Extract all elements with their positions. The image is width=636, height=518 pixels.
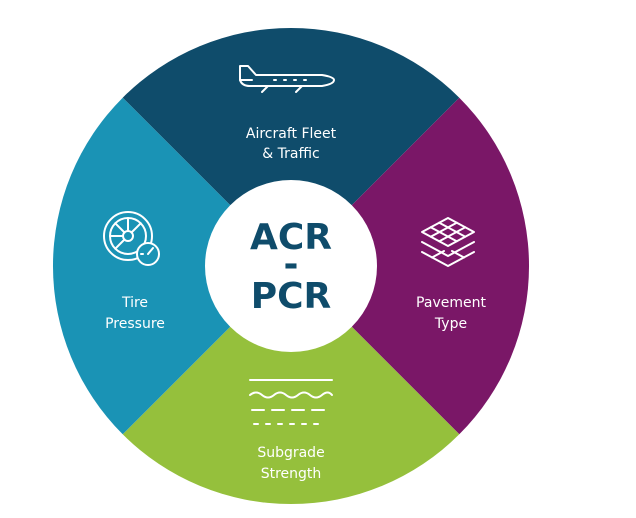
segment-subgrade-strength — [122, 266, 460, 505]
airplane-icon — [239, 65, 335, 93]
segment-tire-pressure — [52, 97, 292, 435]
pavement-type-label-line2: Type — [434, 316, 467, 332]
pavement-type-label-line1: Pavement — [416, 295, 486, 311]
center-title-acr: ACR — [250, 217, 332, 258]
segment-aircraft-fleet — [122, 27, 460, 266]
tire-pressure-label-line1: Tire — [121, 295, 148, 311]
center-circle — [205, 180, 377, 352]
center-title-dash: - — [284, 244, 299, 285]
subgrade-strength-label-line2: Strength — [261, 466, 322, 482]
tire-gauge-icon — [103, 211, 160, 266]
center-title-pcr: PCR — [251, 276, 332, 317]
segment-pavement-type — [291, 97, 530, 435]
aircraft-fleet-label-line1: Aircraft Fleet — [246, 126, 337, 142]
subgrade-strength-label-line1: Subgrade — [257, 445, 324, 461]
pavement-layers-icon — [421, 217, 475, 267]
aircraft-fleet-label-line2: & Traffic — [262, 146, 319, 162]
soil-layers-icon — [249, 379, 333, 425]
tire-pressure-label-line2: Pressure — [105, 316, 165, 332]
